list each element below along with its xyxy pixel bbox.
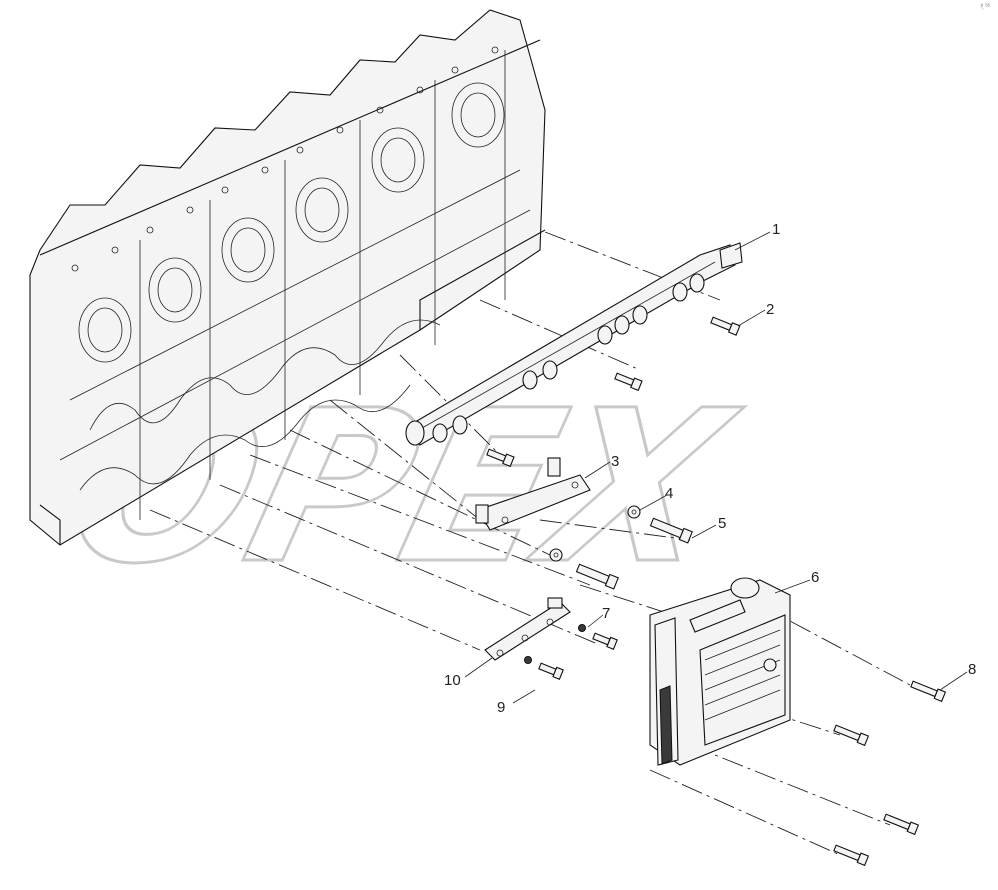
washer-mid: [549, 548, 563, 562]
callout-4: 4: [665, 485, 673, 502]
head-bolt-holes: [71, 46, 499, 272]
bolt-7: [592, 632, 618, 650]
callout-5: 5: [718, 515, 726, 532]
bolt-8: [910, 680, 947, 703]
bolt-9: [538, 662, 564, 680]
callout-7: 7: [602, 605, 610, 622]
washer-4: [627, 505, 641, 519]
ecu-bolt-a: [833, 724, 870, 747]
block-ribs: [59, 50, 531, 520]
callout-8: 8: [968, 661, 976, 678]
bolt-5: [649, 517, 693, 544]
washer-7: [578, 624, 586, 632]
fuel-rail: [405, 242, 743, 446]
washer-9: [524, 656, 532, 664]
mounting-bracket-upper: [475, 457, 591, 531]
callout-1: 1: [772, 221, 780, 238]
ecu-bolt-b: [883, 813, 920, 836]
cylinder-bores: [78, 82, 505, 363]
ecu-bolt-c: [833, 844, 870, 867]
callout-2: 2: [766, 301, 774, 318]
corner-mark: ᵖ᷊ ˢˢ: [980, 3, 990, 10]
callout-labels: 1 2 3 4 5 6 7 8 9 10: [444, 221, 976, 716]
ecu-module: [649, 577, 791, 766]
engine-block: [29, 9, 546, 546]
callout-6: 6: [811, 569, 819, 586]
callout-9: 9: [497, 699, 505, 716]
callout-leaders: [464, 231, 968, 704]
bolt-mid: [575, 563, 619, 590]
mounting-bracket-lower: [484, 597, 571, 661]
callout-3: 3: [611, 453, 619, 470]
rail-bolts: [486, 316, 741, 468]
callout-10: 10: [444, 672, 461, 689]
